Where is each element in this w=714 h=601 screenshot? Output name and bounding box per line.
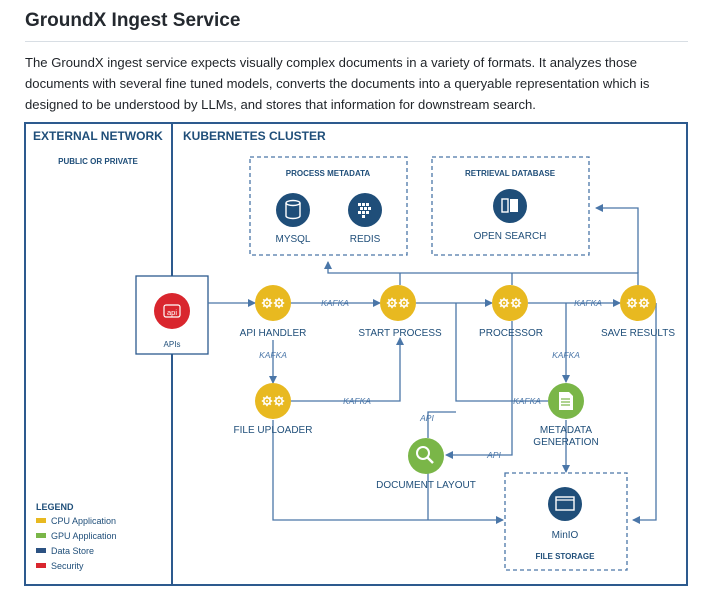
legend-title: LEGEND (36, 502, 74, 512)
api-edge-label-1: API (419, 413, 434, 423)
open-search-label: OPEN SEARCH (474, 231, 547, 242)
save-results-label: SAVE RESULTS (601, 328, 675, 339)
title-divider (25, 41, 688, 42)
legend-label-security: Security (51, 561, 84, 571)
kubernetes-cluster-title: KUBERNETES CLUSTER (183, 129, 326, 143)
metadata-generation-icon (548, 383, 584, 419)
legend-items: CPU Application GPU Application Data Sto… (36, 516, 117, 571)
file-storage-box (504, 472, 628, 571)
legend-label-gpu: GPU Application (51, 531, 117, 541)
legend-swatch-security (36, 563, 46, 568)
api-security-icon (154, 293, 190, 329)
metadata-generation-label-1: METADATA (540, 425, 593, 436)
page-title: GroundX Ingest Service (25, 10, 241, 31)
legend-swatch-gpu (36, 533, 46, 538)
file-storage-title: FILE STORAGE (536, 552, 596, 561)
minio-icon (548, 487, 582, 521)
kafka-label-4: KAFKA (343, 396, 371, 406)
diagram-frame (24, 122, 688, 586)
retrieval-database-title: RETRIEVAL DATABASE (465, 169, 556, 178)
kafka-label-5: KAFKA (552, 350, 580, 360)
process-metadata-box (249, 156, 408, 256)
processor-label: PROCESSOR (479, 328, 543, 339)
save-results-icon (620, 285, 656, 321)
external-network-title: EXTERNAL NETWORK (33, 129, 163, 143)
redis-label: REDIS (350, 234, 381, 245)
legend-label-store: Data Store (51, 546, 94, 556)
legend-swatch-store (36, 548, 46, 553)
page-description: The GroundX ingest service expects visua… (25, 55, 650, 112)
api-badge-text: api (167, 308, 177, 317)
kafka-label-1: KAFKA (321, 298, 349, 308)
file-uploader-label: FILE UPLOADER (234, 425, 313, 436)
start-process-icon (380, 285, 416, 321)
legend-label-cpu: CPU Application (51, 516, 116, 526)
retrieval-database-box (431, 156, 590, 256)
kafka-label-2: KAFKA (574, 298, 602, 308)
open-search-icon (493, 189, 527, 223)
redis-icon (348, 193, 382, 227)
processor-icon (492, 285, 528, 321)
api-edge-label-2: API (486, 450, 501, 460)
kafka-label-6: KAFKA (513, 396, 541, 406)
mysql-icon (276, 193, 310, 227)
process-metadata-title: PROCESS METADATA (286, 169, 371, 178)
file-uploader-icon (255, 383, 291, 419)
metadata-generation-label-2: GENERATION (533, 437, 598, 448)
api-handler-label: API HANDLER (240, 328, 307, 339)
api-handler-icon (255, 285, 291, 321)
apis-label: APIs (164, 340, 181, 349)
document-layout-icon (408, 438, 444, 474)
document-layout-label: DOCUMENT LAYOUT (376, 480, 476, 491)
kafka-label-3: KAFKA (259, 350, 287, 360)
mysql-label: MYSQL (275, 234, 310, 245)
legend-swatch-cpu (36, 518, 46, 523)
minio-label: MinIO (552, 530, 579, 541)
external-network-subtitle: PUBLIC OR PRIVATE (58, 157, 138, 166)
start-process-label: START PROCESS (358, 328, 442, 339)
connectors (208, 204, 657, 524)
